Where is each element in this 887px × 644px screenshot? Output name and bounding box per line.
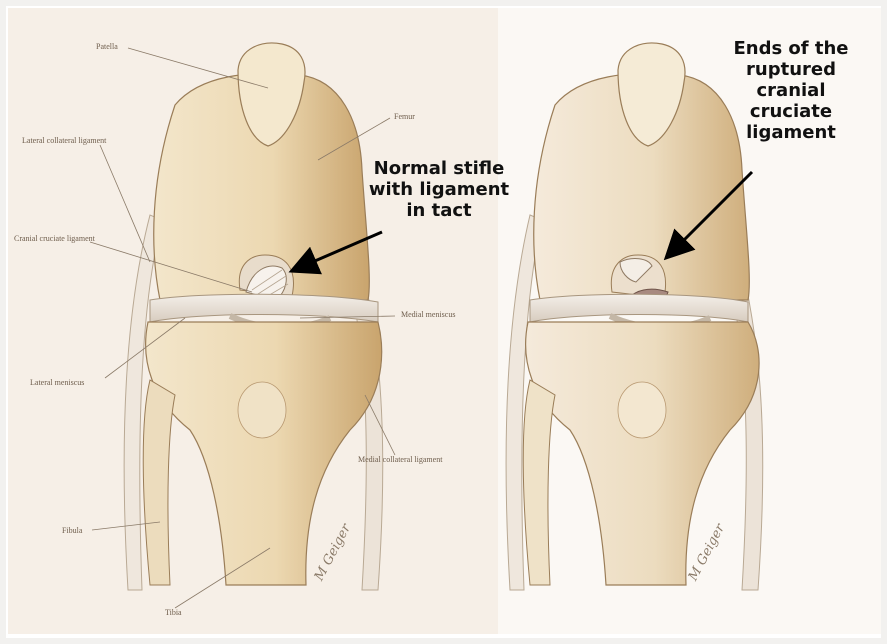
- label-fibula: Fibula: [62, 526, 82, 536]
- label-tibia: Tibia: [165, 608, 182, 618]
- right-callout-line-1: Ends of the: [724, 38, 858, 59]
- left-callout-line-2: with ligament: [350, 179, 528, 200]
- label-lateral-meniscus: Lateral meniscus: [30, 378, 84, 388]
- right-callout-line-5: ligament: [724, 122, 858, 143]
- left-callout: Normal stifle with ligament in tact: [350, 158, 528, 221]
- right-callout: Ends of the ruptured cranial cruciate li…: [724, 38, 858, 143]
- right-callout-line-2: ruptured: [724, 59, 858, 80]
- left-callout-line-3: in tact: [350, 200, 528, 221]
- right-callout-line-3: cranial: [724, 80, 858, 101]
- right-callout-line-4: cruciate: [724, 101, 858, 122]
- label-femur: Femur: [394, 112, 415, 122]
- label-cranial-cruciate-ligament: Cranial cruciate ligament: [14, 234, 95, 244]
- label-medial-collateral-ligament: Medial collateral ligament: [358, 455, 442, 465]
- label-lateral-collateral-ligament: Lateral collateral ligament: [22, 136, 106, 146]
- label-patella: Patella: [96, 42, 118, 52]
- left-callout-line-1: Normal stifle: [350, 158, 528, 179]
- label-medial-meniscus: Medial meniscus: [401, 310, 455, 320]
